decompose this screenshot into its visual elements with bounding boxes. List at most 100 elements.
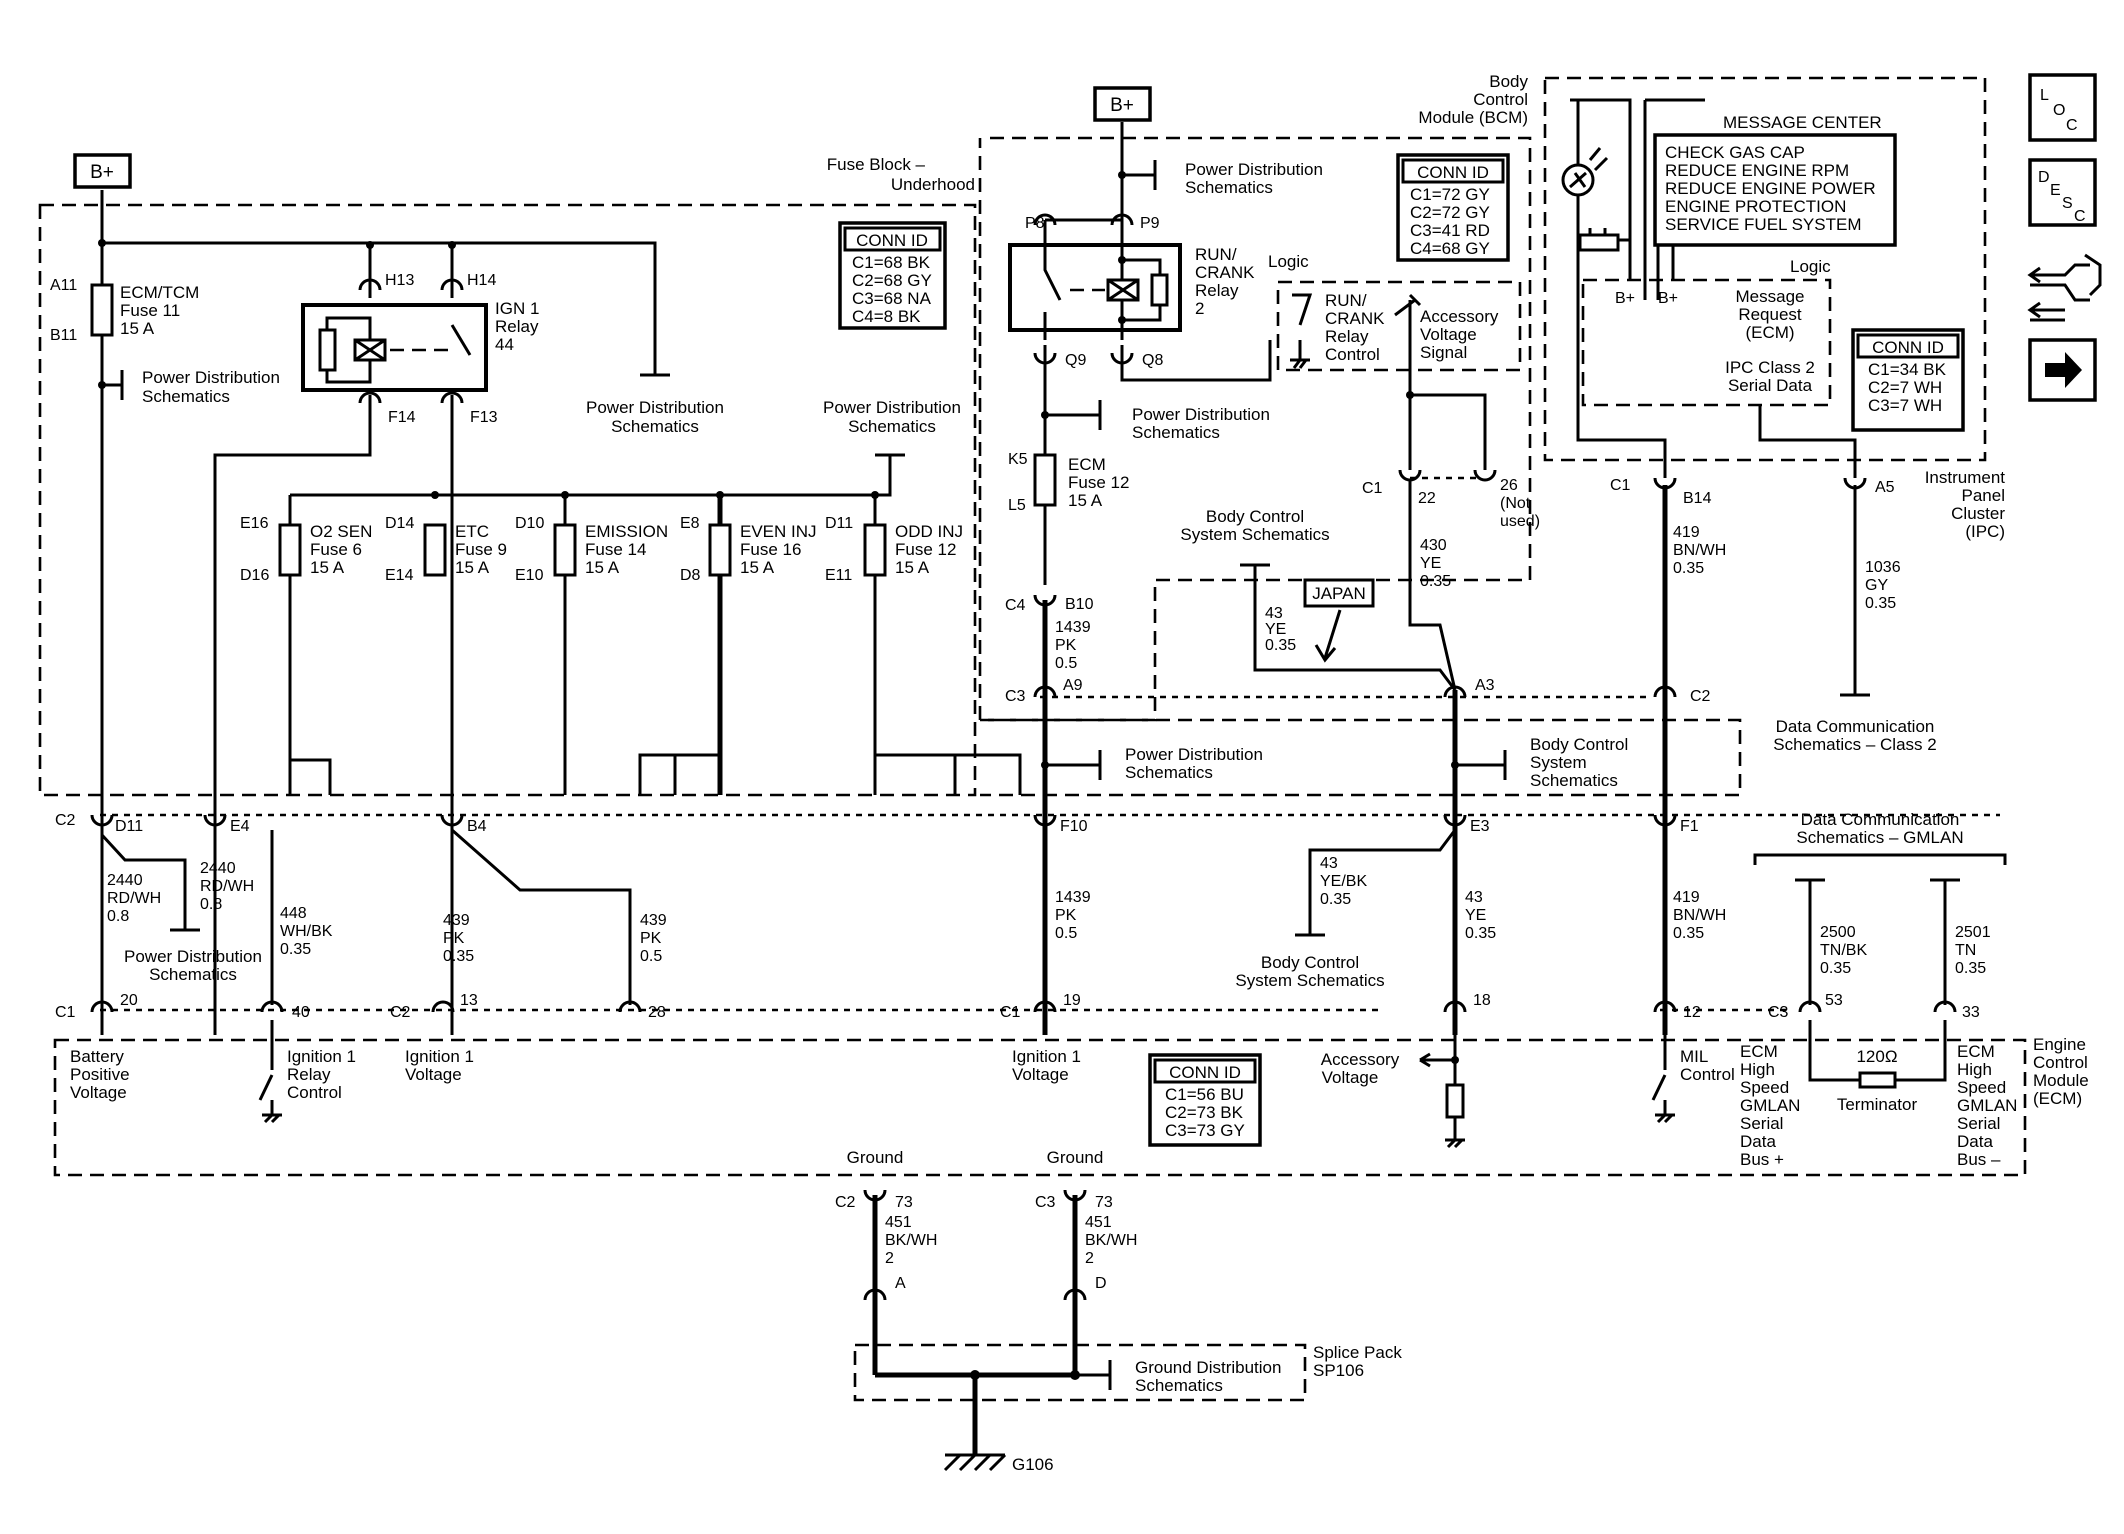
svg-text:ENGINE PROTECTION: ENGINE PROTECTION <box>1665 197 1846 216</box>
svg-text:B10: B10 <box>1065 596 1094 613</box>
relay-pins-bottom <box>358 391 464 404</box>
svg-text:Power Distribution: Power Distribution <box>142 368 280 387</box>
svg-text:B+: B+ <box>1110 95 1134 116</box>
wire-430 <box>1408 480 1457 691</box>
svg-text:ECM: ECM <box>1068 455 1106 474</box>
svg-text:F14: F14 <box>388 409 416 426</box>
pds-ref-mid <box>1045 750 1102 780</box>
svg-text:Schematics: Schematics <box>142 387 230 406</box>
svg-text:B4: B4 <box>467 818 487 835</box>
svg-text:Schematics: Schematics <box>848 417 936 436</box>
ground-symbol-g106 <box>943 1453 1007 1472</box>
svg-text:0.35: 0.35 <box>1865 595 1896 612</box>
svg-text:451: 451 <box>1085 1214 1112 1231</box>
svg-text:Bus +: Bus + <box>1740 1150 1784 1169</box>
svg-text:C2: C2 <box>835 1194 856 1211</box>
next-page-button[interactable] <box>2028 338 2097 402</box>
svg-text:C2=73 BK: C2=73 BK <box>1165 1103 1244 1122</box>
svg-text:P8: P8 <box>1025 215 1045 232</box>
svg-text:SERVICE FUEL SYSTEM: SERVICE FUEL SYSTEM <box>1665 215 1862 234</box>
fuse-block-lower-boundary <box>980 718 1742 797</box>
svg-text:A11: A11 <box>50 277 77 294</box>
svg-text:C3=7 WH: C3=7 WH <box>1868 396 1942 415</box>
run-crank-relay <box>1008 243 1182 332</box>
svg-text:Bus –: Bus – <box>1957 1150 2001 1169</box>
svg-text:RUN/: RUN/ <box>1195 245 1237 264</box>
fuse-12-ecm <box>1033 453 1057 507</box>
svg-text:Logic: Logic <box>1790 257 1831 276</box>
svg-text:Relay: Relay <box>287 1065 331 1084</box>
svg-text:RD/WH: RD/WH <box>107 890 161 907</box>
ignition-relay-control-switch <box>258 1020 282 1124</box>
svg-text:GMLAN: GMLAN <box>1740 1096 1800 1115</box>
svg-text:Engine: Engine <box>2033 1035 2086 1054</box>
svg-text:B+: B+ <box>1615 290 1635 307</box>
svg-text:CHECK GAS CAP: CHECK GAS CAP <box>1665 143 1805 162</box>
svg-text:BN/WH: BN/WH <box>1673 907 1726 924</box>
svg-text:Speed: Speed <box>1740 1078 1789 1097</box>
desc-button[interactable]: D E S C <box>2028 158 2097 227</box>
svg-text:Fuse 11: Fuse 11 <box>120 301 180 320</box>
svg-text:Fuse 9: Fuse 9 <box>455 540 507 559</box>
svg-text:ODD INJ: ODD INJ <box>895 522 963 541</box>
conn-id-table-ipc: CONN ID C1=34 BK C2=7 WH C3=7 WH <box>1851 328 1965 432</box>
svg-text:B11: B11 <box>50 327 77 344</box>
svg-text:(ECM): (ECM) <box>1745 323 1794 342</box>
svg-text:12: 12 <box>1683 1004 1701 1021</box>
svg-text:Module (BCM): Module (BCM) <box>1418 108 1528 127</box>
wiring-connector-icon[interactable] <box>2027 253 2102 322</box>
terminator-resistor <box>1858 1071 1897 1089</box>
svg-text:H13: H13 <box>385 272 414 289</box>
loc-button[interactable]: L O C <box>2028 73 2097 142</box>
svg-text:Signal: Signal <box>1420 343 1467 362</box>
svg-text:C3=73 GY: C3=73 GY <box>1165 1121 1245 1140</box>
svg-text:C3: C3 <box>1005 688 1026 705</box>
svg-text:15 A: 15 A <box>740 558 775 577</box>
svg-text:2501: 2501 <box>1955 924 1991 941</box>
svg-text:1439: 1439 <box>1055 619 1091 636</box>
svg-text:WH/BK: WH/BK <box>280 923 333 940</box>
svg-text:26: 26 <box>1500 477 1518 494</box>
svg-text:0.35: 0.35 <box>1320 891 1351 908</box>
svg-text:Module: Module <box>2033 1071 2089 1090</box>
svg-text:GMLAN: GMLAN <box>1957 1096 2017 1115</box>
svg-text:Voltage: Voltage <box>405 1065 462 1084</box>
svg-text:YE: YE <box>1465 907 1486 924</box>
conn-id-table-ecm: CONN ID C1=56 BU C2=73 BK C3=73 GY <box>1148 1053 1262 1147</box>
svg-text:D8: D8 <box>680 567 701 584</box>
svg-text:C1=34 BK: C1=34 BK <box>1868 360 1947 379</box>
message-center: MESSAGE CENTER CHECK GAS CAP REDUCE ENGI… <box>1653 113 1897 247</box>
svg-text:Fuse 12: Fuse 12 <box>1068 473 1129 492</box>
svg-text:0.8: 0.8 <box>107 908 129 925</box>
ipc-logic-boundary <box>1581 278 1832 407</box>
svg-text:PK: PK <box>1055 637 1077 654</box>
svg-text:120Ω: 120Ω <box>1856 1047 1897 1066</box>
svg-text:Terminator: Terminator <box>1837 1095 1918 1114</box>
svg-text:0.35: 0.35 <box>1465 925 1496 942</box>
ecm-boundary <box>53 1038 2027 1177</box>
svg-text:CONN ID: CONN ID <box>1169 1063 1241 1082</box>
svg-text:C3: C3 <box>1035 1194 1056 1211</box>
svg-text:Voltage: Voltage <box>1420 325 1477 344</box>
svg-text:43: 43 <box>1265 605 1283 622</box>
svg-text:13: 13 <box>460 992 478 1009</box>
svg-text:Ignition 1: Ignition 1 <box>1012 1047 1081 1066</box>
svg-text:MESSAGE CENTER: MESSAGE CENTER <box>1723 113 1882 132</box>
svg-text:C1: C1 <box>1000 1004 1021 1021</box>
svg-text:Splice Pack: Splice Pack <box>1313 1343 1402 1362</box>
svg-text:448: 448 <box>280 905 307 922</box>
svg-text:EVEN INJ: EVEN INJ <box>740 522 817 541</box>
svg-text:Message: Message <box>1736 287 1805 306</box>
svg-text:Control: Control <box>2033 1053 2088 1072</box>
svg-text:43: 43 <box>1320 855 1338 872</box>
svg-text:Control: Control <box>1325 345 1380 364</box>
svg-text:C3=41 RD: C3=41 RD <box>1410 221 1490 240</box>
svg-text:Relay: Relay <box>495 317 539 336</box>
svg-text:C1: C1 <box>55 1004 76 1021</box>
conn-id-table-bcm: CONN ID C1=72 GY C2=72 GY C3=41 RD C4=68… <box>1396 153 1510 262</box>
svg-text:C1: C1 <box>1610 477 1631 494</box>
svg-text:0.35: 0.35 <box>1265 637 1296 654</box>
svg-text:B+: B+ <box>90 162 114 183</box>
svg-text:ECM: ECM <box>1740 1042 1778 1061</box>
svg-text:High: High <box>1957 1060 1992 1079</box>
